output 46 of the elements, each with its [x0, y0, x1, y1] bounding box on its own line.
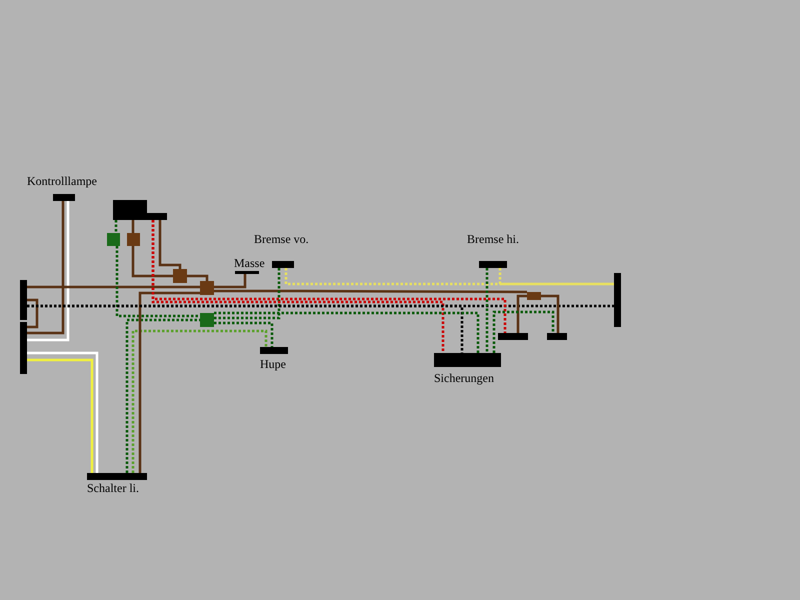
wire: [27, 298, 38, 328]
wire: [486, 268, 488, 353]
wire: [492, 310, 554, 353]
connector-bar: [20, 280, 27, 320]
component-label: Bremse hi.: [467, 232, 519, 246]
component-label: Hupe: [260, 357, 286, 371]
wire: [132, 246, 173, 278]
wire: [284, 268, 614, 286]
connector-block: [200, 313, 214, 327]
connector-bar: [547, 333, 567, 340]
connector-bar: [498, 333, 528, 340]
connector-block: [527, 292, 541, 300]
connector-bar: [113, 200, 147, 220]
connector-bar: [614, 273, 621, 327]
wire: [214, 322, 274, 347]
wire: [132, 330, 268, 473]
wire: [541, 294, 560, 333]
component-label: Sicherungen: [434, 371, 494, 385]
wire: [214, 274, 246, 288]
wire: [27, 304, 464, 353]
connector-block: [200, 281, 214, 295]
component-label: Kontrolllampe: [27, 174, 97, 188]
wire: [27, 201, 64, 334]
wire: [214, 290, 527, 294]
component-label: Masse: [234, 256, 265, 270]
wire: [138, 292, 200, 473]
component-label: Bremse vo.: [254, 232, 309, 246]
wire: [116, 246, 200, 318]
wire: [187, 274, 208, 281]
wire: [214, 268, 280, 320]
wire: [132, 220, 134, 233]
wire: [114, 220, 118, 233]
wire: [158, 220, 182, 269]
wire: [27, 286, 200, 288]
component-label: Schalter li.: [87, 481, 139, 495]
wire: [516, 294, 527, 333]
wire: [214, 312, 480, 353]
wire: [152, 220, 444, 353]
wire: [126, 318, 200, 473]
connector-bar: [147, 213, 167, 220]
wire: [498, 268, 614, 286]
wire: [27, 201, 70, 342]
connector-block: [173, 269, 187, 283]
connector-block: [127, 233, 140, 246]
connector-block: [107, 233, 120, 246]
connector-bar: [20, 322, 27, 374]
